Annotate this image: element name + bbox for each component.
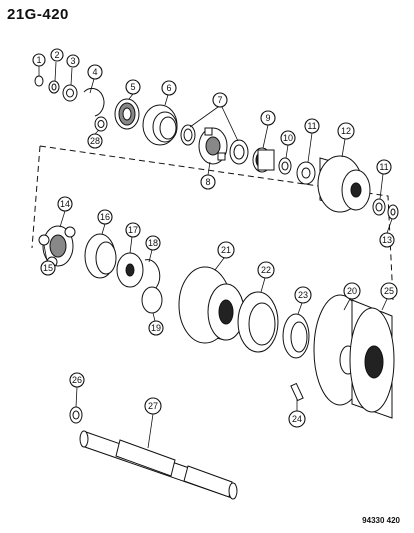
part-bearing-5 xyxy=(114,98,140,130)
callout-17: 17 xyxy=(125,222,141,238)
callout-27: 27 xyxy=(144,397,162,415)
part-plate-11a xyxy=(296,161,316,185)
callout-6: 6 xyxy=(161,80,177,96)
callout-number: 25 xyxy=(384,286,394,296)
part-washer-10 xyxy=(278,157,292,175)
callout-4: 4 xyxy=(87,64,103,80)
part-gear-ring-6 xyxy=(142,104,178,146)
leader-lines xyxy=(38,61,393,449)
part-snap-ring-19 xyxy=(141,286,163,314)
callout-number: 20 xyxy=(347,286,357,296)
part-snap-ring-4 xyxy=(83,88,105,117)
callout-11: 11 xyxy=(304,118,320,134)
callout-number: 28 xyxy=(90,136,100,146)
callout-1: 1 xyxy=(32,53,46,67)
callout-20: 20 xyxy=(343,282,361,300)
callout-number: 4 xyxy=(92,67,97,77)
part-pump-housing-25 xyxy=(349,299,395,419)
part-race-7a xyxy=(180,124,196,146)
callout-15: 15 xyxy=(40,260,56,276)
callout-number: 23 xyxy=(298,290,308,300)
callout-number: 2 xyxy=(54,50,59,60)
callout-19: 19 xyxy=(148,320,164,336)
callout-number: 1 xyxy=(36,55,41,65)
part-washer-13 xyxy=(387,204,399,220)
callout-number: 14 xyxy=(60,199,70,209)
part-washer-11b xyxy=(372,198,386,216)
callout-11b: 11 xyxy=(376,159,392,175)
callout-13: 13 xyxy=(379,232,395,248)
part-race-7b xyxy=(229,139,249,165)
callout-26: 26 xyxy=(69,372,85,388)
part-sun-gear-9 xyxy=(252,147,275,173)
part-carrier-8 xyxy=(198,127,228,165)
page-code: 21G-420 xyxy=(7,6,69,23)
callout-number: 11 xyxy=(379,162,388,172)
callout-18: 18 xyxy=(145,235,161,251)
callout-24: 24 xyxy=(288,410,306,428)
callout-22: 22 xyxy=(257,261,275,279)
callout-number: 22 xyxy=(261,265,271,275)
callout-number: 6 xyxy=(166,83,171,93)
callout-28: 28 xyxy=(87,133,103,149)
callout-number: 15 xyxy=(43,263,53,273)
callout-number: 27 xyxy=(148,401,158,411)
callout-9: 9 xyxy=(260,110,276,126)
callout-number: 17 xyxy=(128,225,138,235)
part-washer-28 xyxy=(94,116,108,132)
callout-7: 7 xyxy=(212,92,228,108)
group-outline xyxy=(31,145,394,301)
callout-number: 5 xyxy=(130,82,135,92)
callout-3: 3 xyxy=(66,54,80,68)
part-bolt-24 xyxy=(290,382,304,402)
callout-number: 11 xyxy=(307,121,316,131)
callout-number: 13 xyxy=(382,235,392,245)
callout-number: 26 xyxy=(72,375,82,385)
callout-12: 12 xyxy=(337,122,355,140)
part-clutch-pack-22 xyxy=(237,291,279,353)
part-washer-3 xyxy=(62,84,78,102)
part-washer-2 xyxy=(48,80,60,94)
callout-number: 18 xyxy=(148,238,158,248)
part-drum-12 xyxy=(317,155,371,213)
callout-number: 21 xyxy=(221,245,231,255)
part-clutch-drum-21 xyxy=(178,266,245,344)
callout-number: 12 xyxy=(341,126,351,136)
callout-25: 25 xyxy=(380,282,398,300)
callout-number: 24 xyxy=(292,414,302,424)
part-carrier-14 xyxy=(38,225,76,268)
callout-number: 19 xyxy=(151,323,161,333)
callout-2: 2 xyxy=(50,48,64,62)
callout-number: 16 xyxy=(100,212,110,222)
callout-14: 14 xyxy=(57,196,73,212)
callout-number: 7 xyxy=(217,95,222,105)
part-seal-26 xyxy=(69,406,83,424)
part-snap-ring-1 xyxy=(34,75,44,87)
callout-21: 21 xyxy=(217,241,235,259)
callout-23: 23 xyxy=(294,286,312,304)
figure-code: 94330 420 xyxy=(362,516,400,525)
callout-number: 9 xyxy=(265,113,270,123)
part-ring-gear-16 xyxy=(84,233,117,279)
part-one-way-clutch-23 xyxy=(282,313,310,359)
callout-number: 8 xyxy=(205,177,210,187)
callout-5: 5 xyxy=(125,79,141,95)
callout-16: 16 xyxy=(97,209,113,225)
callout-10: 10 xyxy=(280,130,296,146)
part-hub-17 xyxy=(116,252,144,288)
part-output-shaft-27 xyxy=(79,430,238,500)
callout-number: 3 xyxy=(70,56,75,66)
callout-number: 10 xyxy=(283,133,293,143)
callout-8: 8 xyxy=(200,174,216,190)
